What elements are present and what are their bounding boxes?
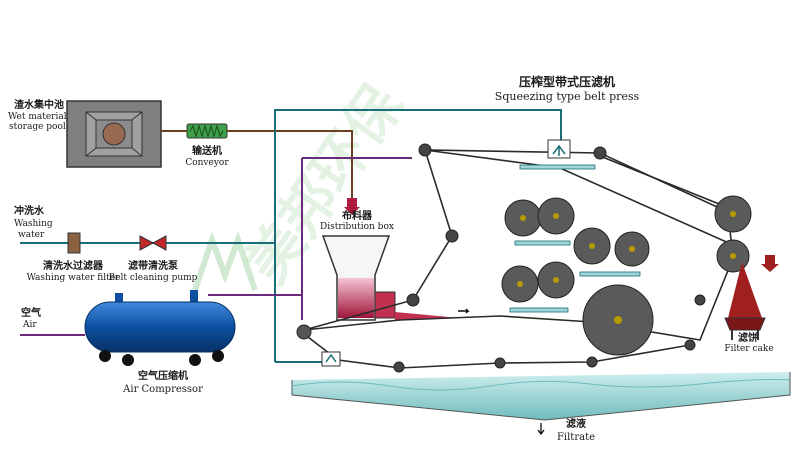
right-arrow-icon xyxy=(458,308,470,314)
washing-water-label-en2: water xyxy=(18,230,45,240)
down-arrow-icon xyxy=(761,255,779,272)
washing-water-filter[interactable] xyxy=(67,232,81,254)
air-compressor xyxy=(84,290,236,366)
air-pipe xyxy=(20,157,412,336)
conveyor-label-en: Conveyor xyxy=(185,158,229,168)
storage-pool xyxy=(66,100,162,168)
distribution-box-label-zh: 布料器 xyxy=(342,211,372,222)
storage-pool-label-zh: 渣水集中池 xyxy=(14,100,64,111)
valve-icon[interactable] xyxy=(139,235,167,251)
watermark-logo xyxy=(192,231,258,291)
idler-rollers xyxy=(296,143,706,373)
washing-water-label-zh: 冲洗水 xyxy=(14,206,44,217)
filter-label-zh: 清洗水过滤器 xyxy=(43,261,103,272)
filtrate-tray xyxy=(291,372,791,421)
conveyor-label-zh: 输送机 xyxy=(192,146,222,157)
drip-trays xyxy=(509,164,641,313)
compressor-label-en: Air Compressor xyxy=(123,384,203,395)
pump-label-en: Belt cleaning pump xyxy=(108,273,198,283)
watermark: 美邦环保 xyxy=(234,73,416,295)
filtrate-arrow-icon xyxy=(537,423,545,436)
press-rollers xyxy=(501,195,752,356)
title-zh: 压榨型带式压滤机 xyxy=(518,75,616,89)
filter-cake-discharge xyxy=(724,262,766,340)
storage-pool-label-en1: Wet material xyxy=(8,112,67,122)
filtrate-label-zh: 滤液 xyxy=(566,419,586,430)
distribution-box-label-en: Distribution box xyxy=(320,222,394,232)
pump-label-zh: 滤带清洗泵 xyxy=(128,261,178,272)
storage-pool-label-en2: storage pool xyxy=(9,122,66,132)
spray-icon xyxy=(547,139,571,159)
air-label-zh: 空气 xyxy=(21,308,41,319)
filtrate-label-en: Filtrate xyxy=(556,432,596,443)
air-label-en: Air xyxy=(23,320,37,330)
washing-water-label-en1: Washing xyxy=(14,219,53,229)
conveyor xyxy=(186,123,228,139)
compressor-label-zh: 空气压缩机 xyxy=(138,371,188,382)
spray-icon-lower xyxy=(321,351,341,367)
filter-cake-label-en: Filter cake xyxy=(724,344,774,354)
title-en: Squeezing type belt press xyxy=(494,90,640,103)
filter-cake-label-zh: 滤饼 xyxy=(738,333,758,344)
distribution-box xyxy=(321,198,460,321)
sludge-feed-pipe xyxy=(161,130,353,198)
filter-label-en: Washing water filter xyxy=(26,273,120,283)
